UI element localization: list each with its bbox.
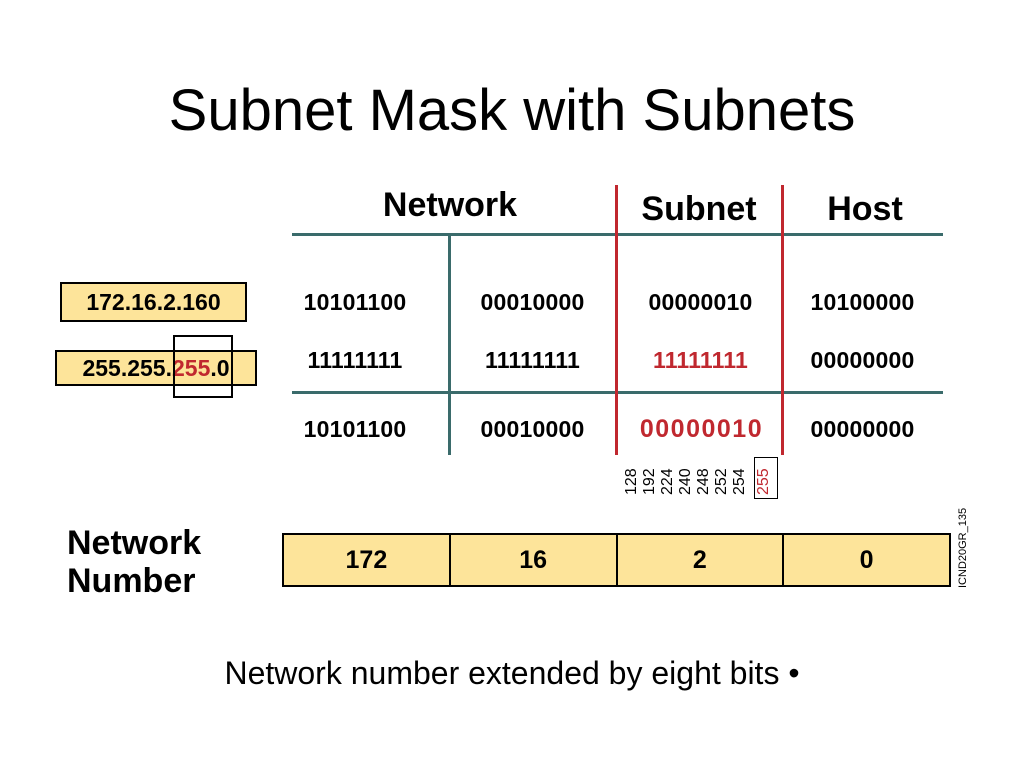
mask-value-254: 254 — [731, 468, 748, 495]
header-subnet: Subnet — [641, 190, 757, 228]
mask-suffix-text: .0 — [210, 354, 230, 381]
row1-octet4: 10100000 — [810, 289, 915, 315]
ip-address-text: 172.16.2.160 — [86, 288, 221, 315]
network-number-label-line1: Network — [67, 524, 202, 562]
octet-divider-line — [448, 236, 451, 455]
subnet-right-boundary-line — [781, 185, 784, 455]
mask-value-248: 248 — [695, 468, 712, 495]
network-number-octet4: 0 — [859, 545, 874, 574]
mask-highlight-text: 255 — [171, 354, 211, 381]
mask-value-128: 128 — [623, 468, 640, 495]
subnet-mask-box: 255.255.255.0 — [55, 350, 257, 386]
header-host: Host — [827, 190, 903, 228]
page-title: Subnet Mask with Subnets — [168, 78, 856, 143]
subnet-left-boundary-line — [615, 185, 618, 455]
figure-code: ICND20GR_135 — [957, 507, 969, 588]
mask-value-224: 224 — [659, 468, 676, 495]
mask-value-240: 240 — [677, 468, 694, 495]
mask-value-192: 192 — [641, 468, 658, 495]
caption: Network number extended by eight bits • — [224, 655, 800, 691]
row1-octet3: 00000010 — [648, 289, 753, 315]
row2-octet1: 11111111 — [307, 347, 403, 373]
mask-prefix-text: 255.255. — [82, 354, 172, 381]
network-number-octet1: 172 — [284, 535, 451, 585]
row1-octet2: 00010000 — [480, 289, 585, 315]
network-number-label: Network Number — [67, 524, 201, 600]
mask-value-255-frame — [754, 457, 778, 499]
row3-octet4: 00000000 — [810, 416, 915, 442]
network-number-label-line2: Number — [67, 562, 196, 600]
row1-octet1: 10101100 — [303, 289, 407, 315]
mask-value-252: 252 — [713, 468, 730, 495]
row2-octet3: 11111111 — [652, 347, 749, 373]
mask-octet-highlight-frame — [173, 335, 233, 398]
row3-octet2: 00010000 — [480, 416, 585, 442]
row3-octet1: 10101100 — [303, 416, 407, 442]
ip-address-box: 172.16.2.160 — [60, 282, 247, 322]
row2-octet4: 00000000 — [810, 347, 915, 373]
row2-octet2: 11111111 — [484, 347, 581, 373]
network-number-octet3: 2 — [618, 535, 785, 585]
network-number-bar: 172 16 2 0 — [282, 533, 951, 587]
network-number-octet2: 16 — [451, 535, 618, 585]
row3-octet3: 00000010 — [639, 415, 764, 443]
header-network: Network — [382, 186, 518, 224]
